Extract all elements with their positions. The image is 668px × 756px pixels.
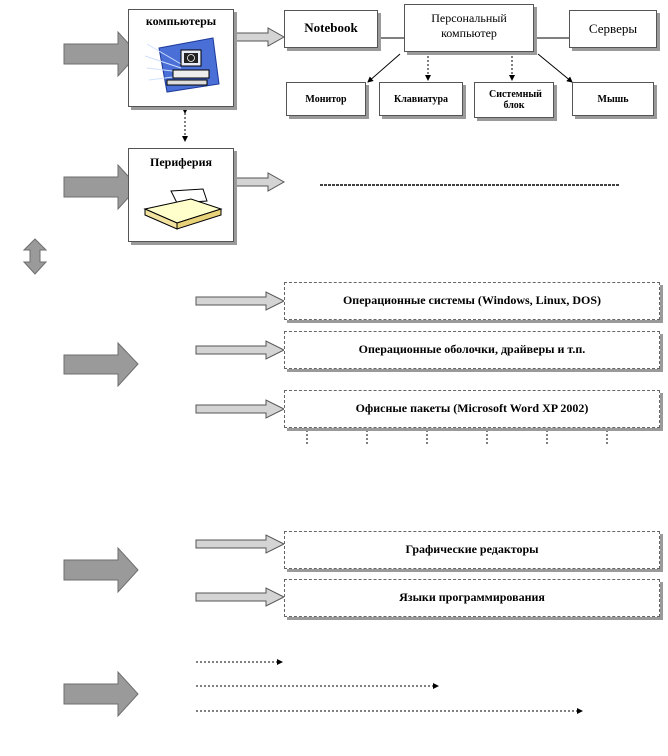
os-label: Операционные системы (Windows, Linux, DO… bbox=[342, 293, 602, 307]
graphics-box: Графические редакторы bbox=[284, 531, 660, 569]
shells-label: Операционные оболочки, драйверы и т.п. bbox=[358, 342, 586, 356]
computer-icon bbox=[144, 37, 220, 93]
mid-arrow-languages bbox=[195, 587, 286, 607]
mid-arrow-periphery bbox=[235, 172, 286, 192]
scanner-icon bbox=[143, 188, 223, 230]
system-unit-label: Системный блок bbox=[489, 89, 542, 111]
big-arrow-2 bbox=[63, 163, 139, 211]
computers-label: компьютеры bbox=[145, 14, 217, 28]
big-arrow-3 bbox=[63, 341, 139, 388]
mid-arrow-shells bbox=[195, 340, 286, 360]
office-dots bbox=[306, 430, 608, 446]
big-arrow-4 bbox=[63, 546, 139, 594]
languages-box: Языки программирования bbox=[284, 579, 660, 617]
mid-arrow-os bbox=[195, 291, 286, 311]
mid-arrow-office bbox=[195, 399, 286, 419]
arrow-pc-mouse bbox=[537, 53, 573, 83]
mid-arrow-computers bbox=[235, 27, 286, 47]
languages-label: Языки программирования bbox=[399, 590, 545, 604]
keyboard-box: Клавиатура bbox=[379, 82, 463, 116]
vertical-double-arrow bbox=[22, 238, 48, 275]
shells-box: Операционные оболочки, драйверы и т.п. bbox=[284, 331, 660, 369]
mid-arrow-graphics bbox=[195, 534, 286, 554]
computers-box: компьютеры bbox=[128, 9, 234, 107]
monitor-box: Монитор bbox=[286, 82, 366, 116]
graphics-label: Графические редакторы bbox=[405, 542, 539, 556]
office-label: Офисные пакеты (Microsoft Word XP 2002) bbox=[355, 401, 589, 415]
monitor-label: Монитор bbox=[305, 94, 347, 105]
pc-label: Персональный компьютер bbox=[431, 11, 507, 40]
periphery-label: Периферия bbox=[150, 155, 212, 169]
notebook-box: Notebook bbox=[284, 10, 378, 48]
periphery-box: Периферия bbox=[128, 148, 234, 242]
os-box: Операционные системы (Windows, Linux, DO… bbox=[284, 282, 660, 320]
servers-label: Серверы bbox=[588, 21, 638, 36]
big-arrow-1 bbox=[63, 30, 139, 78]
pc-box: Персональный компьютер bbox=[404, 4, 534, 52]
system-unit-box: Системный блок bbox=[474, 82, 554, 118]
notebook-label: Notebook bbox=[304, 20, 358, 35]
keyboard-label: Клавиатура bbox=[393, 94, 449, 105]
servers-box: Серверы bbox=[569, 10, 657, 48]
office-box: Офисные пакеты (Microsoft Word XP 2002) bbox=[284, 390, 660, 428]
arrow-pc-monitor bbox=[367, 53, 401, 83]
mouse-label: Мышь bbox=[597, 94, 629, 105]
big-arrow-5 bbox=[63, 670, 139, 718]
mouse-box: Мышь bbox=[572, 82, 654, 116]
